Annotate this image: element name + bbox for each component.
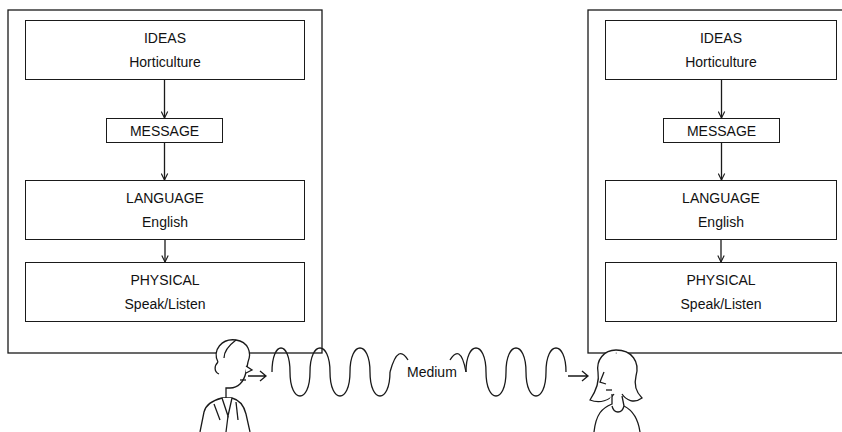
layer-box: LANGUAGE English	[605, 180, 837, 240]
signal-arrow	[568, 371, 588, 381]
layer-example: Speak/Listen	[681, 296, 762, 312]
speaker-figure	[200, 340, 252, 432]
layer-title: LANGUAGE	[126, 190, 204, 206]
layer-title: LANGUAGE	[682, 190, 760, 206]
medium-label: Medium	[405, 364, 459, 380]
layer-title: IDEAS	[700, 30, 742, 46]
flow-arrow	[720, 240, 721, 262]
layer-example: Horticulture	[685, 54, 757, 70]
layer-title: IDEAS	[144, 30, 186, 46]
layer-title: PHYSICAL	[686, 272, 755, 288]
listener-figure	[590, 350, 642, 432]
flow-arrow	[164, 143, 165, 180]
layer-title: PHYSICAL	[130, 272, 199, 288]
layer-box: PHYSICAL Speak/Listen	[25, 262, 305, 322]
medium-wave	[272, 348, 566, 396]
layer-example: Horticulture	[129, 54, 201, 70]
message-box: MESSAGE	[663, 118, 780, 143]
flow-arrow	[721, 80, 722, 118]
layer-title: MESSAGE	[130, 123, 199, 139]
layer-example: Speak/Listen	[125, 296, 206, 312]
layer-frame	[8, 10, 322, 353]
layer-example: English	[698, 214, 744, 230]
layer-box: IDEAS Horticulture	[605, 20, 837, 80]
message-box: MESSAGE	[106, 118, 223, 143]
layer-box: PHYSICAL Speak/Listen	[605, 262, 837, 322]
signal-arrow	[248, 371, 266, 381]
flow-arrow	[164, 240, 165, 262]
layer-frame	[588, 10, 842, 353]
layer-box: IDEAS Horticulture	[25, 20, 305, 80]
layer-example: English	[142, 214, 188, 230]
flow-arrow	[164, 80, 165, 118]
layer-title: MESSAGE	[687, 123, 756, 139]
layer-box: LANGUAGE English	[25, 180, 305, 240]
flow-arrow	[721, 143, 722, 180]
